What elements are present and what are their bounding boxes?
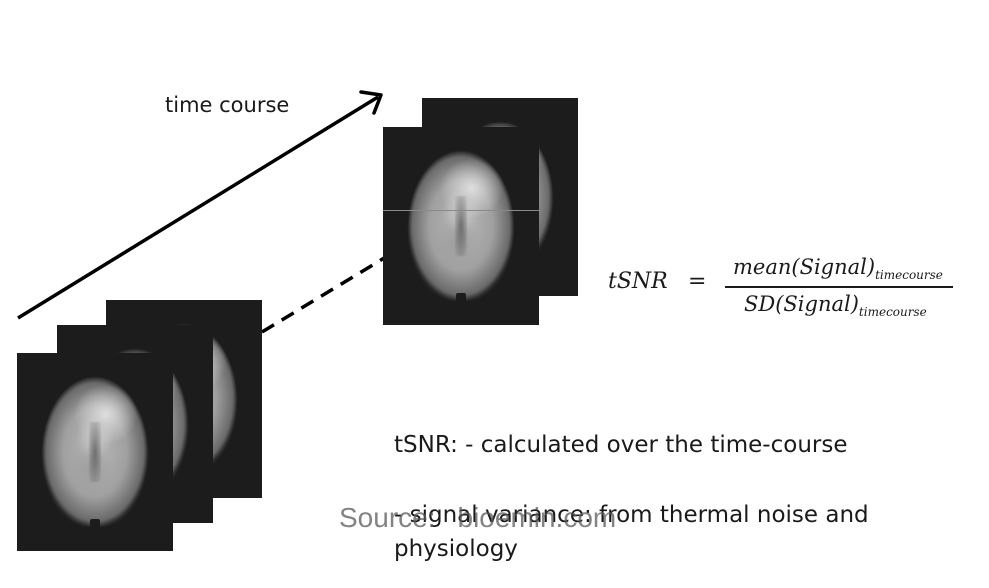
description-line-3: physiology — [394, 536, 518, 562]
projection-dashed-line — [261, 218, 448, 334]
formula-lhs: tSNR — [608, 269, 668, 294]
watermark-prefix: Source: — [339, 502, 436, 533]
denominator-main: SD(Signal) — [744, 292, 859, 316]
denominator-subscript: timecourse — [858, 305, 927, 319]
mri-slice-front — [17, 353, 173, 551]
time-course-arrow — [17, 95, 379, 320]
mri-slice-top-front — [383, 127, 539, 325]
time-course-label: time course — [165, 93, 290, 117]
fraction-bar — [725, 286, 953, 288]
source-watermark: Source: bioemin.com — [339, 502, 616, 534]
brain-image — [407, 150, 515, 302]
formula-equals: = — [688, 269, 707, 294]
formula-numerator: mean(Signal)timecourse — [733, 255, 943, 282]
brain-image — [41, 376, 149, 528]
description-line-1: tSNR: - calculated over the time-course — [394, 432, 848, 458]
watermark-site: bioemin.com — [457, 502, 617, 533]
time-course-arrow-head — [359, 90, 383, 115]
formula-denominator: SD(Signal)timecourse — [744, 292, 927, 319]
slice-scan-line — [383, 210, 539, 211]
numerator-main: mean(Signal) — [733, 255, 876, 279]
numerator-subscript: timecourse — [875, 268, 943, 282]
tsnr-formula: tSNR = mean(Signal)timecourse SD(Signal)… — [608, 255, 968, 325]
description-line-2: - signal variance: from thermal noise an… — [394, 502, 869, 528]
